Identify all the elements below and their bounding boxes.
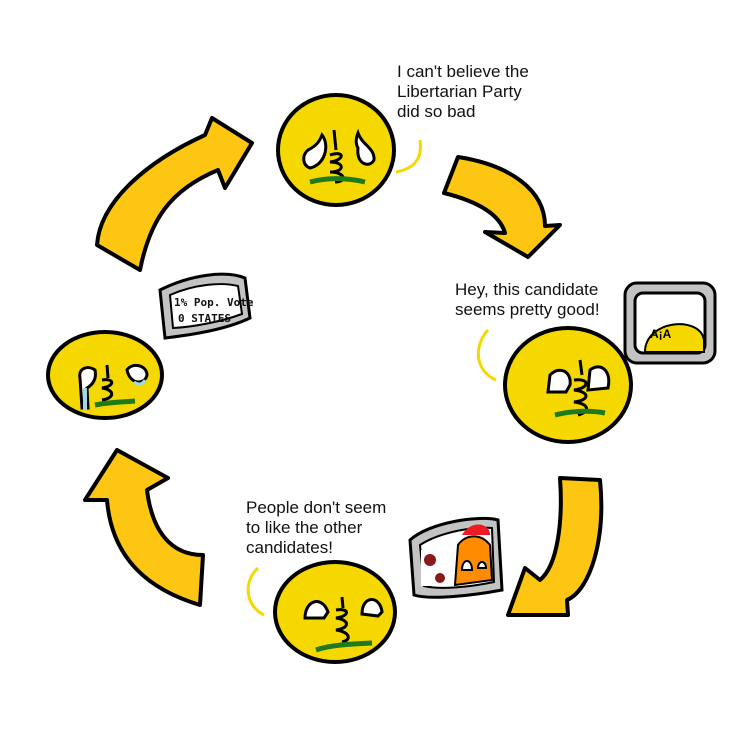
caption-right: Hey, this candidate seems pretty good! [455, 280, 600, 319]
speech-line-right [476, 328, 497, 382]
tv-left-line1: 1% Pop. Vote [174, 296, 254, 309]
caption-bottom: People don't seem to like the other cand… [246, 498, 387, 557]
speech-line-top [395, 139, 422, 174]
tv-left-line2: 0 STATES [178, 312, 231, 325]
caption-top: I can't believe the Libertarian Party di… [397, 62, 529, 121]
arrow-top-right [442, 155, 562, 259]
tv-right: A¡A [623, 281, 717, 365]
arrow-bottom-right [506, 476, 604, 617]
svg-text:A¡A: A¡A [650, 327, 672, 341]
arrow-bottom-left [83, 448, 205, 607]
ball-top [276, 93, 396, 207]
arrow-top-left [95, 116, 254, 272]
speech-line-bottom [246, 566, 265, 617]
tv-bottom [408, 516, 504, 599]
tv-left: 1% Pop. Vote 0 STATES [158, 272, 254, 340]
ball-bottom [273, 560, 397, 664]
ball-right [503, 326, 633, 444]
ball-left [46, 330, 164, 420]
